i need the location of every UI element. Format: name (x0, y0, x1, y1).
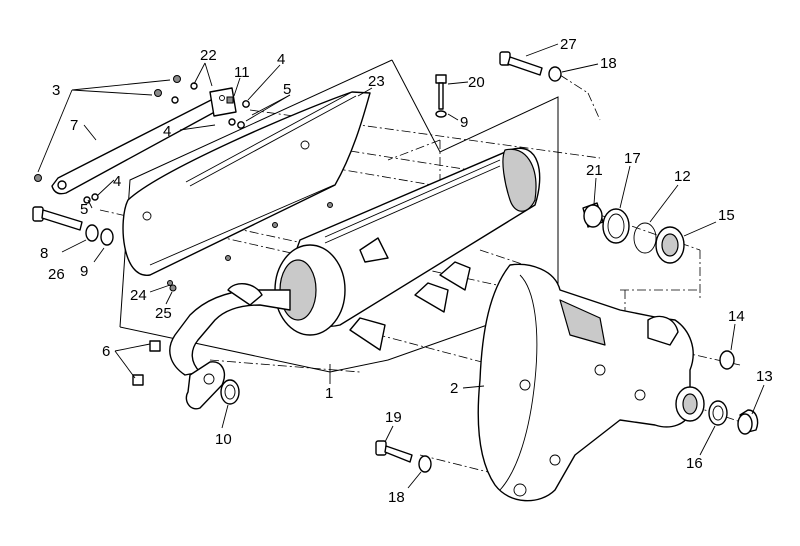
callout-26: 26 (48, 266, 65, 283)
callout-11: 11 (234, 64, 250, 81)
callout-9: 9 (80, 263, 88, 280)
callout-15: 15 (718, 207, 735, 224)
top-bolt (435, 74, 447, 118)
callout-9: 9 (460, 114, 468, 131)
bracket-fasteners (34, 75, 250, 204)
callout-labels: 22 11 4 5 3 23 7 4 4 5 8 26 9 24 25 6 10… (40, 36, 773, 506)
axle-parts (708, 350, 759, 435)
callout-13: 13 (756, 368, 773, 385)
callout-4: 4 (163, 123, 171, 140)
bracket (51, 87, 237, 195)
long-bolt-with-washers (32, 206, 114, 246)
callout-17: 17 (624, 150, 641, 167)
callout-3: 3 (52, 82, 60, 99)
callout-1: 1 (325, 385, 333, 402)
callout-7: 7 (70, 117, 78, 134)
callout-4: 4 (277, 51, 285, 68)
callout-19: 19 (385, 409, 402, 426)
lower-bolt (375, 440, 432, 473)
assembly-frame-heatshield (119, 59, 393, 328)
callout-14: 14 (728, 308, 745, 325)
heat-shield (122, 91, 371, 286)
small-screw (169, 284, 177, 292)
callout-2: 2 (450, 380, 458, 397)
muffler (169, 147, 541, 410)
callout-12: 12 (674, 168, 691, 185)
callout-10: 10 (215, 431, 232, 448)
callout-16: 16 (686, 455, 703, 472)
callout-5: 5 (80, 201, 88, 218)
callout-21: 21 (586, 162, 603, 179)
callout-24: 24 (130, 287, 147, 304)
transmission-housing (477, 263, 705, 502)
callout-6: 6 (102, 343, 110, 360)
rear-bolt (499, 51, 562, 82)
exhaust-nuts (132, 340, 161, 386)
callout-25: 25 (155, 305, 172, 322)
callout-23: 23 (368, 73, 385, 90)
callout-18: 18 (388, 489, 405, 506)
callout-8: 8 (40, 245, 48, 262)
callout-27: 27 (560, 36, 577, 53)
callout-4: 4 (113, 173, 121, 190)
leader-lines (37, 43, 765, 489)
callout-18: 18 (600, 55, 617, 72)
callout-5: 5 (283, 81, 291, 98)
callout-22: 22 (200, 47, 217, 64)
callout-20: 20 (468, 74, 485, 91)
exhaust-gasket (220, 379, 240, 405)
bearing-stack (582, 202, 685, 264)
